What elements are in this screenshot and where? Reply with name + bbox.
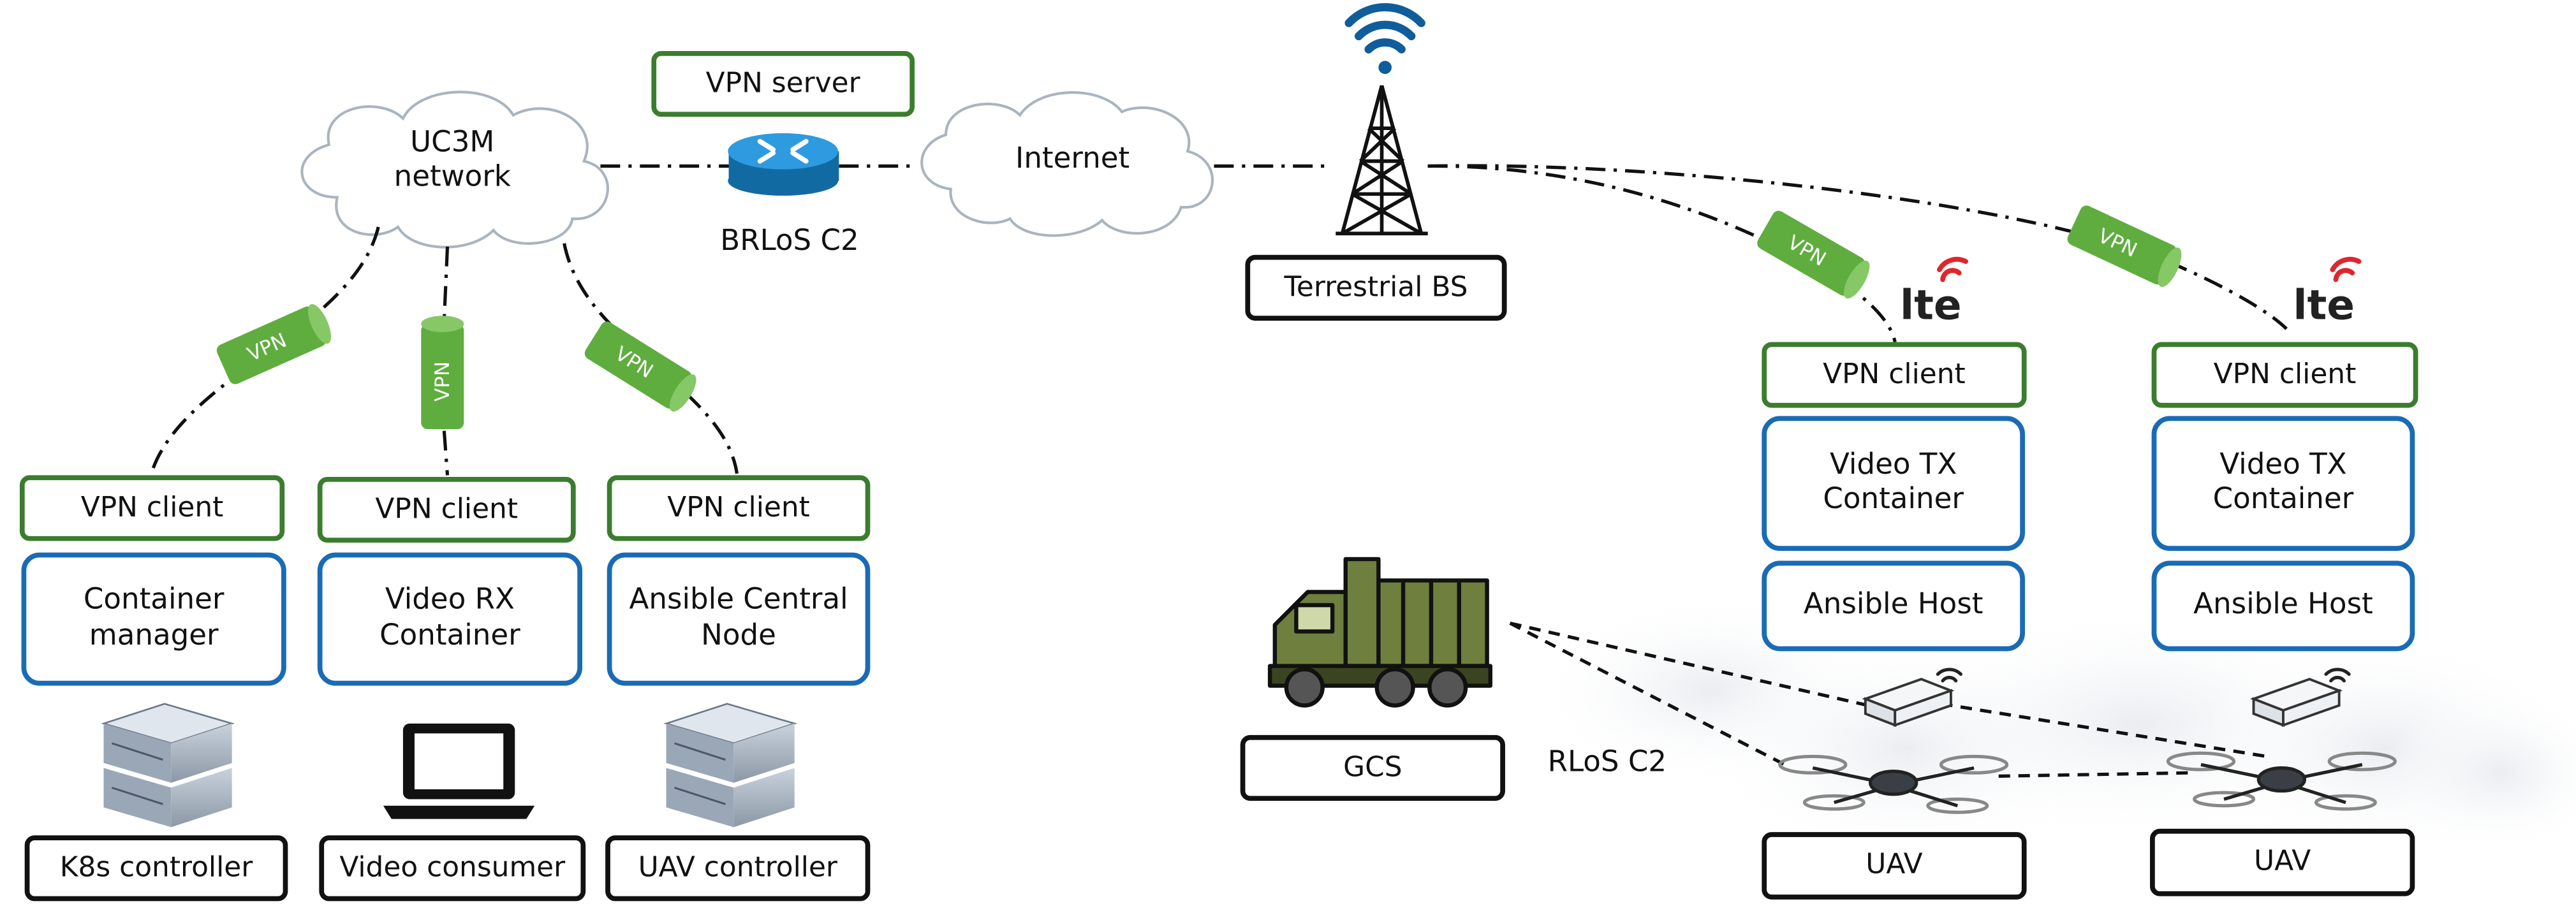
left-node-2-vpn-client: VPN client xyxy=(317,476,576,543)
lte-logo-icon-2: lte xyxy=(2293,256,2362,329)
left-node-3-vpn-client: VPN client xyxy=(607,475,871,541)
drone-icon-2 xyxy=(2166,751,2397,811)
right-node-2-container: Video TX Container xyxy=(2151,416,2415,551)
rlos-links xyxy=(1509,622,2267,778)
right-node-1-ansible-host: Ansible Host xyxy=(1762,560,2025,652)
right-node-2-uav: UAV xyxy=(2150,828,2415,896)
rlos-c2-label: RLoS C2 xyxy=(1547,746,1667,780)
drone-icon-1 xyxy=(1778,754,2009,814)
internet-cloud-icon xyxy=(920,91,1214,237)
right-node-1-container: Video TX Container xyxy=(1762,416,2025,551)
svg-text:lte: lte xyxy=(1900,281,1962,329)
right-node-1-uav: UAV xyxy=(1762,832,2027,900)
right-node-1-vpn-client: VPN client xyxy=(1762,342,2027,408)
modem-icon-1 xyxy=(1862,668,1962,727)
uc3m-network-label: UC3M network xyxy=(394,126,511,194)
laptop-icon xyxy=(383,723,535,819)
cell-tower-icon xyxy=(1336,85,1428,236)
left-node-1-device: K8s controller xyxy=(24,835,288,902)
vpn-tunnel-icon-right-1: VPN xyxy=(1757,210,1870,299)
vpn-tunnel-icon-left-1: VPN xyxy=(216,303,331,384)
left-node-3-container: Ansible Central Node xyxy=(607,552,871,686)
wireless-signal-icon xyxy=(1344,3,1425,75)
left-node-1-vpn-client: VPN client xyxy=(19,475,285,541)
uc3m-cloud-icon xyxy=(300,91,609,249)
right-node-2-ansible-host: Ansible Host xyxy=(2151,560,2415,652)
left-node-2-device: Video consumer xyxy=(319,835,586,902)
modem-icon-2 xyxy=(2249,668,2351,727)
gcs-box: GCS xyxy=(1240,734,1505,801)
vpn-server-box: VPN server xyxy=(651,50,915,117)
left-node-1-container: Container manager xyxy=(21,552,286,686)
lte-logo-icon-1: lte xyxy=(1900,256,1969,329)
vpn-tunnel-icon-right-2: VPN xyxy=(2067,205,2182,288)
vpn-tunnel-icon-left-3: VPN xyxy=(584,321,696,412)
svg-text:lte: lte xyxy=(2293,281,2355,329)
vpn-tunnel-icon-left-2: VPN xyxy=(421,316,464,430)
sky-clouds-background xyxy=(1529,592,2576,864)
svg-text:VPN: VPN xyxy=(431,361,454,402)
router-icon xyxy=(728,133,839,196)
right-node-2-vpn-client: VPN client xyxy=(2151,342,2418,408)
server-rack-icon-2 xyxy=(663,703,798,828)
left-node-3-device: UAV controller xyxy=(605,835,871,902)
terrestrial-bs-box: Terrestrial BS xyxy=(1245,254,1507,321)
truck-icon xyxy=(1267,557,1492,708)
brlos-c2-label: BRLoS C2 xyxy=(720,225,859,258)
server-rack-icon-1 xyxy=(101,703,235,828)
left-node-2-container: Video RX Container xyxy=(317,552,583,686)
internet-label: Internet xyxy=(1015,143,1130,176)
